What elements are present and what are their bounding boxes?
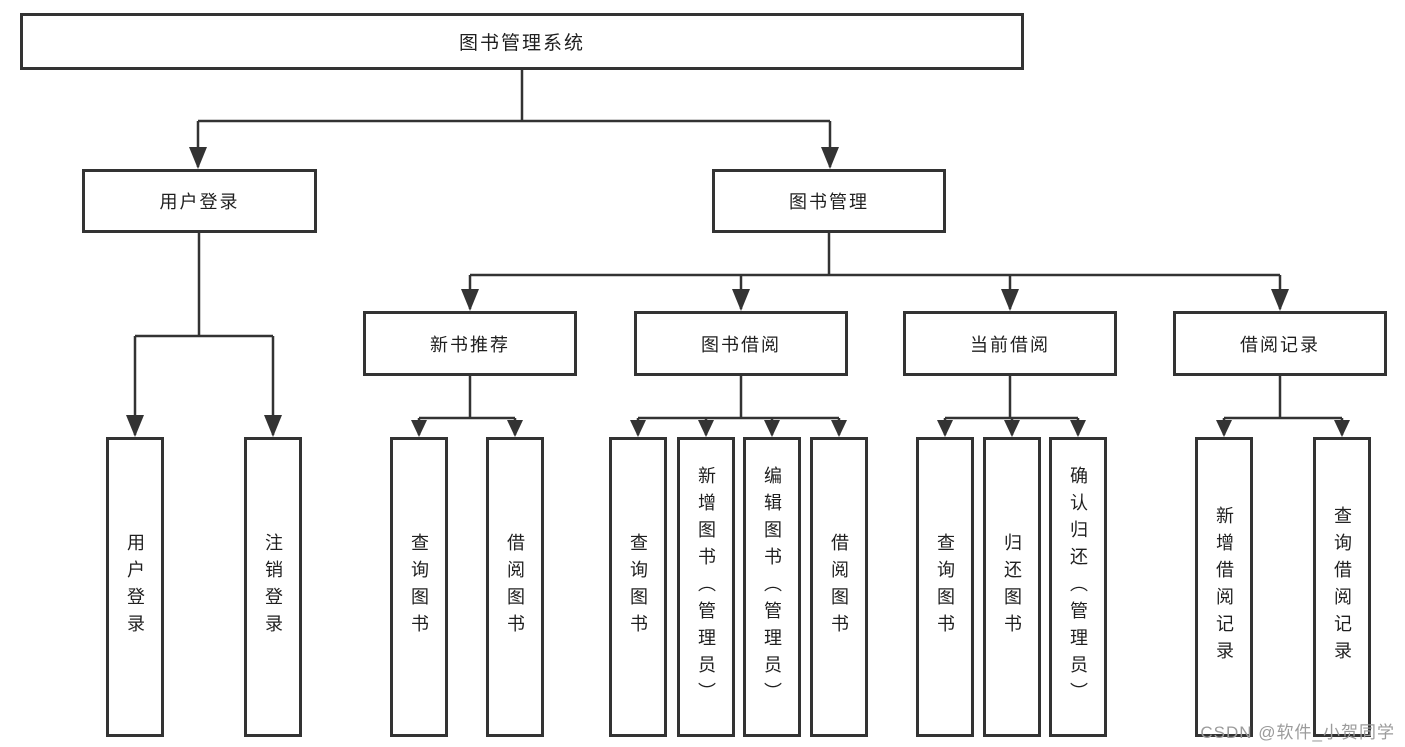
leaf-query-borrow-record: 查询借阅记录 [1313, 437, 1371, 737]
node-book-management: 图书管理 [712, 169, 946, 233]
node-book-borrowing: 图书借阅 [634, 311, 848, 376]
arrow-down-icon [264, 415, 282, 437]
node-current-borrowing: 当前借阅 [903, 311, 1117, 376]
leaf-query-books-recommend: 查询图书 [390, 437, 448, 737]
arrow-down-icon [698, 420, 714, 437]
leaf-edit-books-admin: 编辑图书（管理员） [743, 437, 801, 737]
arrow-down-icons [126, 147, 1350, 437]
arrow-down-icon [821, 147, 839, 169]
leaf-add-books-admin: 新增图书（管理员） [677, 437, 735, 737]
leaf-borrow-books-recommend: 借阅图书 [486, 437, 544, 737]
arrow-down-icon [764, 420, 780, 437]
node-new-book-recommendation: 新书推荐 [363, 311, 577, 376]
node-library-management-system: 图书管理系统 [20, 13, 1024, 70]
edge-user-login-to-leaves [133, 233, 275, 435]
arrow-down-icon [411, 420, 427, 437]
arrow-down-icon [1004, 420, 1020, 437]
arrow-down-icon [1070, 420, 1086, 437]
arrow-down-icon [461, 289, 479, 311]
leaf-user-login: 用户登录 [106, 437, 164, 737]
leaf-borrow-books: 借阅图书 [810, 437, 868, 737]
arrow-down-icon [630, 420, 646, 437]
leaf-logout: 注销登录 [244, 437, 302, 737]
arrow-down-icon [126, 415, 144, 437]
arrow-down-icon [507, 420, 523, 437]
edge-root-to-level2 [196, 70, 832, 167]
edge-new-book-to-leaves [417, 376, 517, 435]
arrow-down-icon [937, 420, 953, 437]
arrow-down-icon [1271, 289, 1289, 311]
arrow-down-icon [1334, 420, 1350, 437]
edge-borrowing-to-leaves [636, 376, 841, 435]
arrow-down-icon [831, 420, 847, 437]
node-user-login: 用户登录 [82, 169, 317, 233]
node-borrowing-records: 借阅记录 [1173, 311, 1387, 376]
arrow-down-icon [1216, 420, 1232, 437]
csdn-watermark: CSDN @软件_小贺同学 [1200, 723, 1395, 742]
leaf-confirm-return-admin: 确认归还（管理员） [1049, 437, 1107, 737]
leaf-query-books-current: 查询图书 [916, 437, 974, 737]
leaf-add-borrow-record: 新增借阅记录 [1195, 437, 1253, 737]
leaf-query-books-borrowing: 查询图书 [609, 437, 667, 737]
arrow-down-icon [732, 289, 750, 311]
arrow-down-icon [1001, 289, 1019, 311]
arrow-down-icon [189, 147, 207, 169]
edge-book-mgmt-to-level3 [468, 233, 1282, 309]
leaf-return-books: 归还图书 [983, 437, 1041, 737]
tree-edges [133, 70, 1344, 435]
edge-records-to-leaves [1222, 376, 1344, 435]
